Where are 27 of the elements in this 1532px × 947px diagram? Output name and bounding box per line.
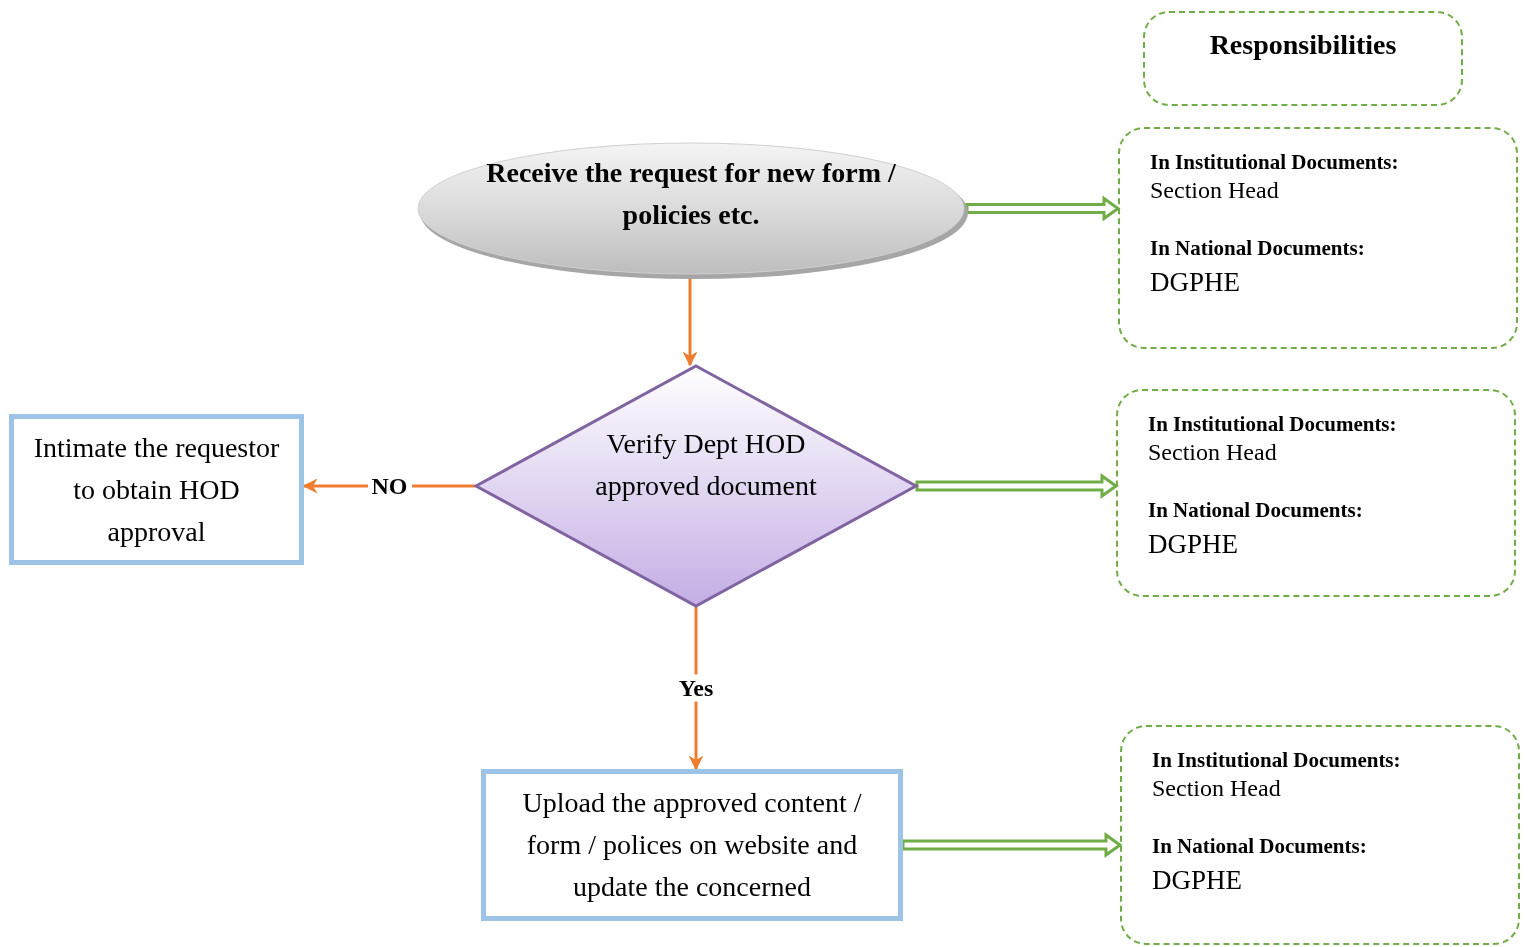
responsibility-text: DGPHE <box>1148 527 1239 561</box>
responsibility-heading: In National Documents: <box>1150 235 1366 262</box>
responsibility-box <box>1116 389 1516 597</box>
responsibility-text: Section Head <box>1148 438 1278 468</box>
block-arrow <box>901 832 1123 858</box>
responsibility-heading: In Institutional Documents: <box>1148 411 1398 438</box>
responsibility-text: DGPHE <box>1150 265 1241 299</box>
block-arrow <box>965 195 1121 222</box>
responsibility-box <box>1120 725 1520 945</box>
responsibility-text: Section Head <box>1152 774 1282 804</box>
responsibility-text: DGPHE <box>1152 863 1243 897</box>
arrow <box>682 277 698 367</box>
process-text: Upload the approved content / form / polices on website and update the concerned <box>521 786 863 904</box>
responsibility-text: Section Head <box>1150 176 1280 206</box>
process-box <box>9 414 304 565</box>
responsibility-heading: In Institutional Documents: <box>1150 149 1400 176</box>
heading-text: Responsibilities <box>1208 29 1398 61</box>
responsibility-box <box>1118 127 1518 349</box>
heading-box <box>1143 11 1463 106</box>
responsibility-heading: In Institutional Documents: <box>1152 747 1402 774</box>
responsibility-heading: In National Documents: <box>1148 497 1364 524</box>
responsibility-heading: In National Documents: <box>1152 833 1368 860</box>
process-text: Intimate the requestor to obtain HOD approval <box>32 430 281 549</box>
block-arrow <box>915 473 1119 499</box>
process-box <box>481 769 903 921</box>
decision-text: Verify Dept HOD approved document <box>594 427 818 503</box>
ellipse-text: Receive the request for new form / policies etc. <box>485 156 897 232</box>
